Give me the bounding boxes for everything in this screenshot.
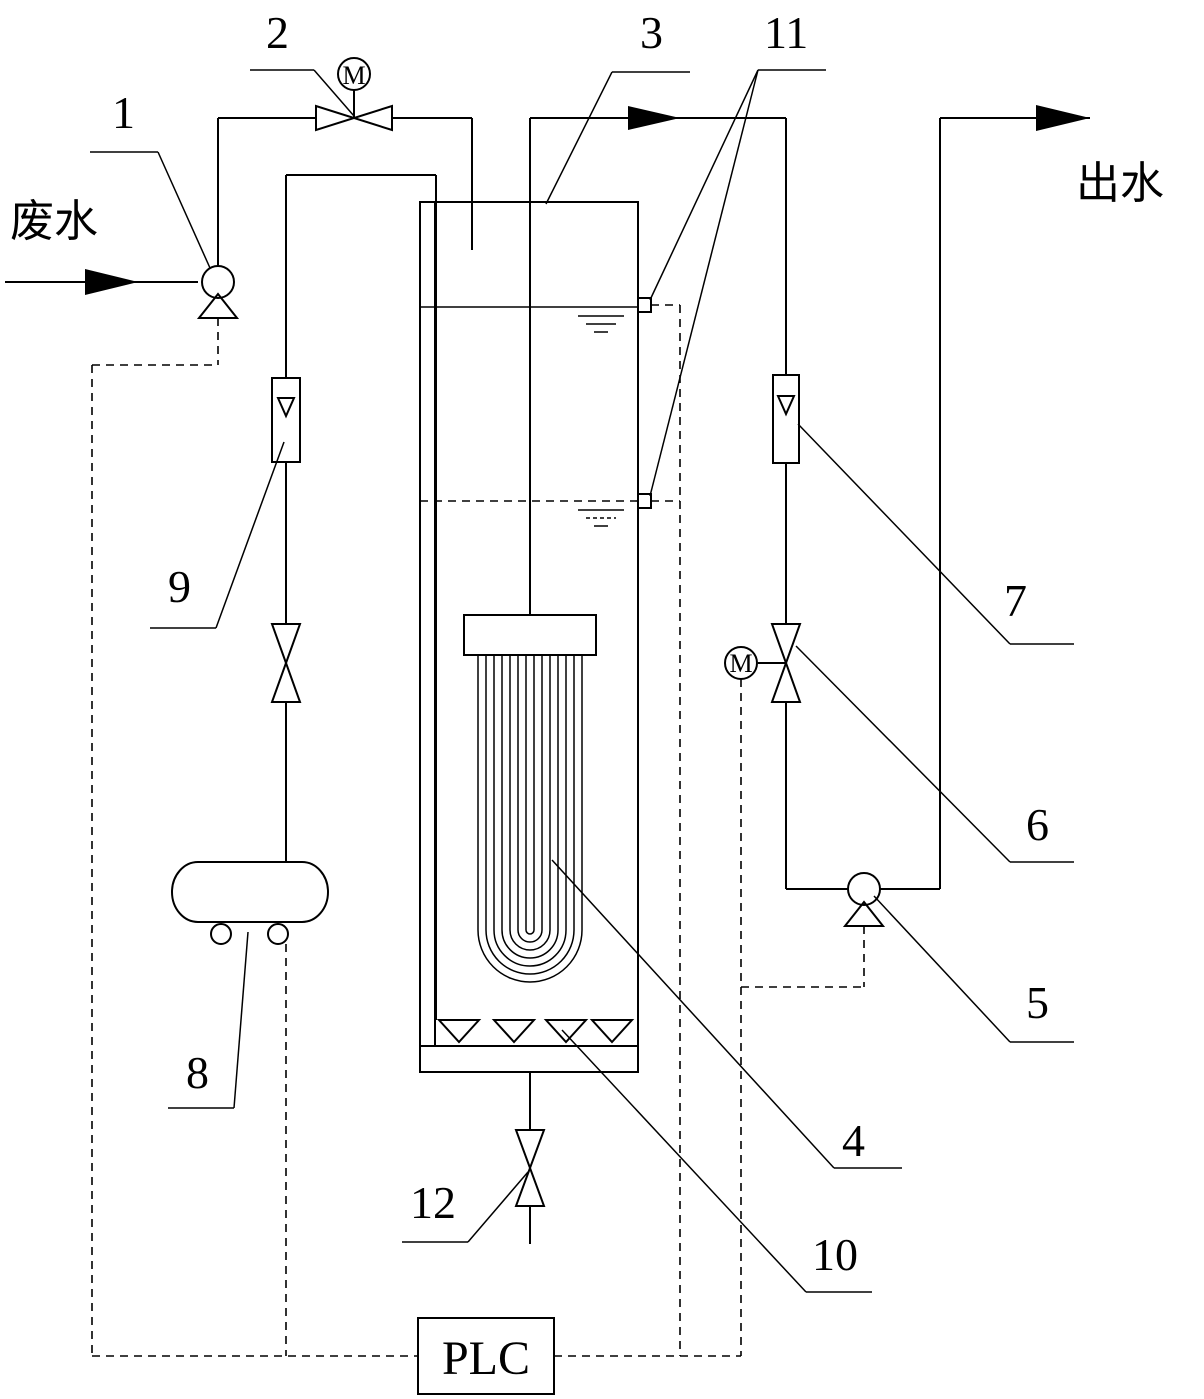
liquid-flowmeter xyxy=(772,374,800,464)
inflow-pipe xyxy=(5,117,473,295)
inflow-motorized-valve: M xyxy=(315,57,393,132)
callout-5: 5 xyxy=(1026,977,1049,1028)
outflow-arrow-icon xyxy=(628,106,680,130)
callout-3: 3 xyxy=(640,7,663,58)
effluent-motorized-valve: M xyxy=(724,623,802,703)
inflow-arrow-icon xyxy=(85,269,138,295)
air-blower xyxy=(171,861,329,945)
output-label: 出水 xyxy=(1076,158,1164,209)
gas-flowmeter xyxy=(271,377,301,463)
suction-pump xyxy=(842,872,886,927)
water-level-symbol-low xyxy=(578,509,624,527)
feed-pump xyxy=(196,265,240,319)
drain-valve xyxy=(514,1072,546,1244)
air-supply-pipe xyxy=(285,174,437,1020)
callout-numbers: 1 2 3 4 5 6 7 8 9 10 11 12 xyxy=(112,7,1049,1280)
air-valve xyxy=(270,623,302,703)
motor-icon: M xyxy=(729,649,752,678)
callout-8: 8 xyxy=(186,1047,209,1098)
callout-4: 4 xyxy=(842,1115,865,1166)
control-lines xyxy=(91,304,865,1357)
callout-7: 7 xyxy=(1004,575,1027,626)
callout-1: 1 xyxy=(112,87,135,138)
membrane-module xyxy=(463,118,597,983)
effluent-pipe xyxy=(530,105,1090,890)
aerator xyxy=(436,1019,635,1044)
water-level-symbol-high xyxy=(578,315,624,333)
callout-9: 9 xyxy=(168,561,191,612)
plc-label: PLC xyxy=(442,1332,530,1385)
callout-12: 12 xyxy=(410,1177,456,1228)
callout-leaders xyxy=(90,69,1074,1293)
discharge-arrow-icon xyxy=(1036,105,1090,131)
callout-6: 6 xyxy=(1026,799,1049,850)
callout-10: 10 xyxy=(812,1229,858,1280)
callout-2: 2 xyxy=(266,7,289,58)
plc-controller: PLC xyxy=(417,1317,555,1395)
level-sensors xyxy=(637,297,652,509)
callout-11: 11 xyxy=(764,7,808,58)
input-label: 废水 xyxy=(10,196,98,247)
motor-icon: M xyxy=(342,61,365,90)
